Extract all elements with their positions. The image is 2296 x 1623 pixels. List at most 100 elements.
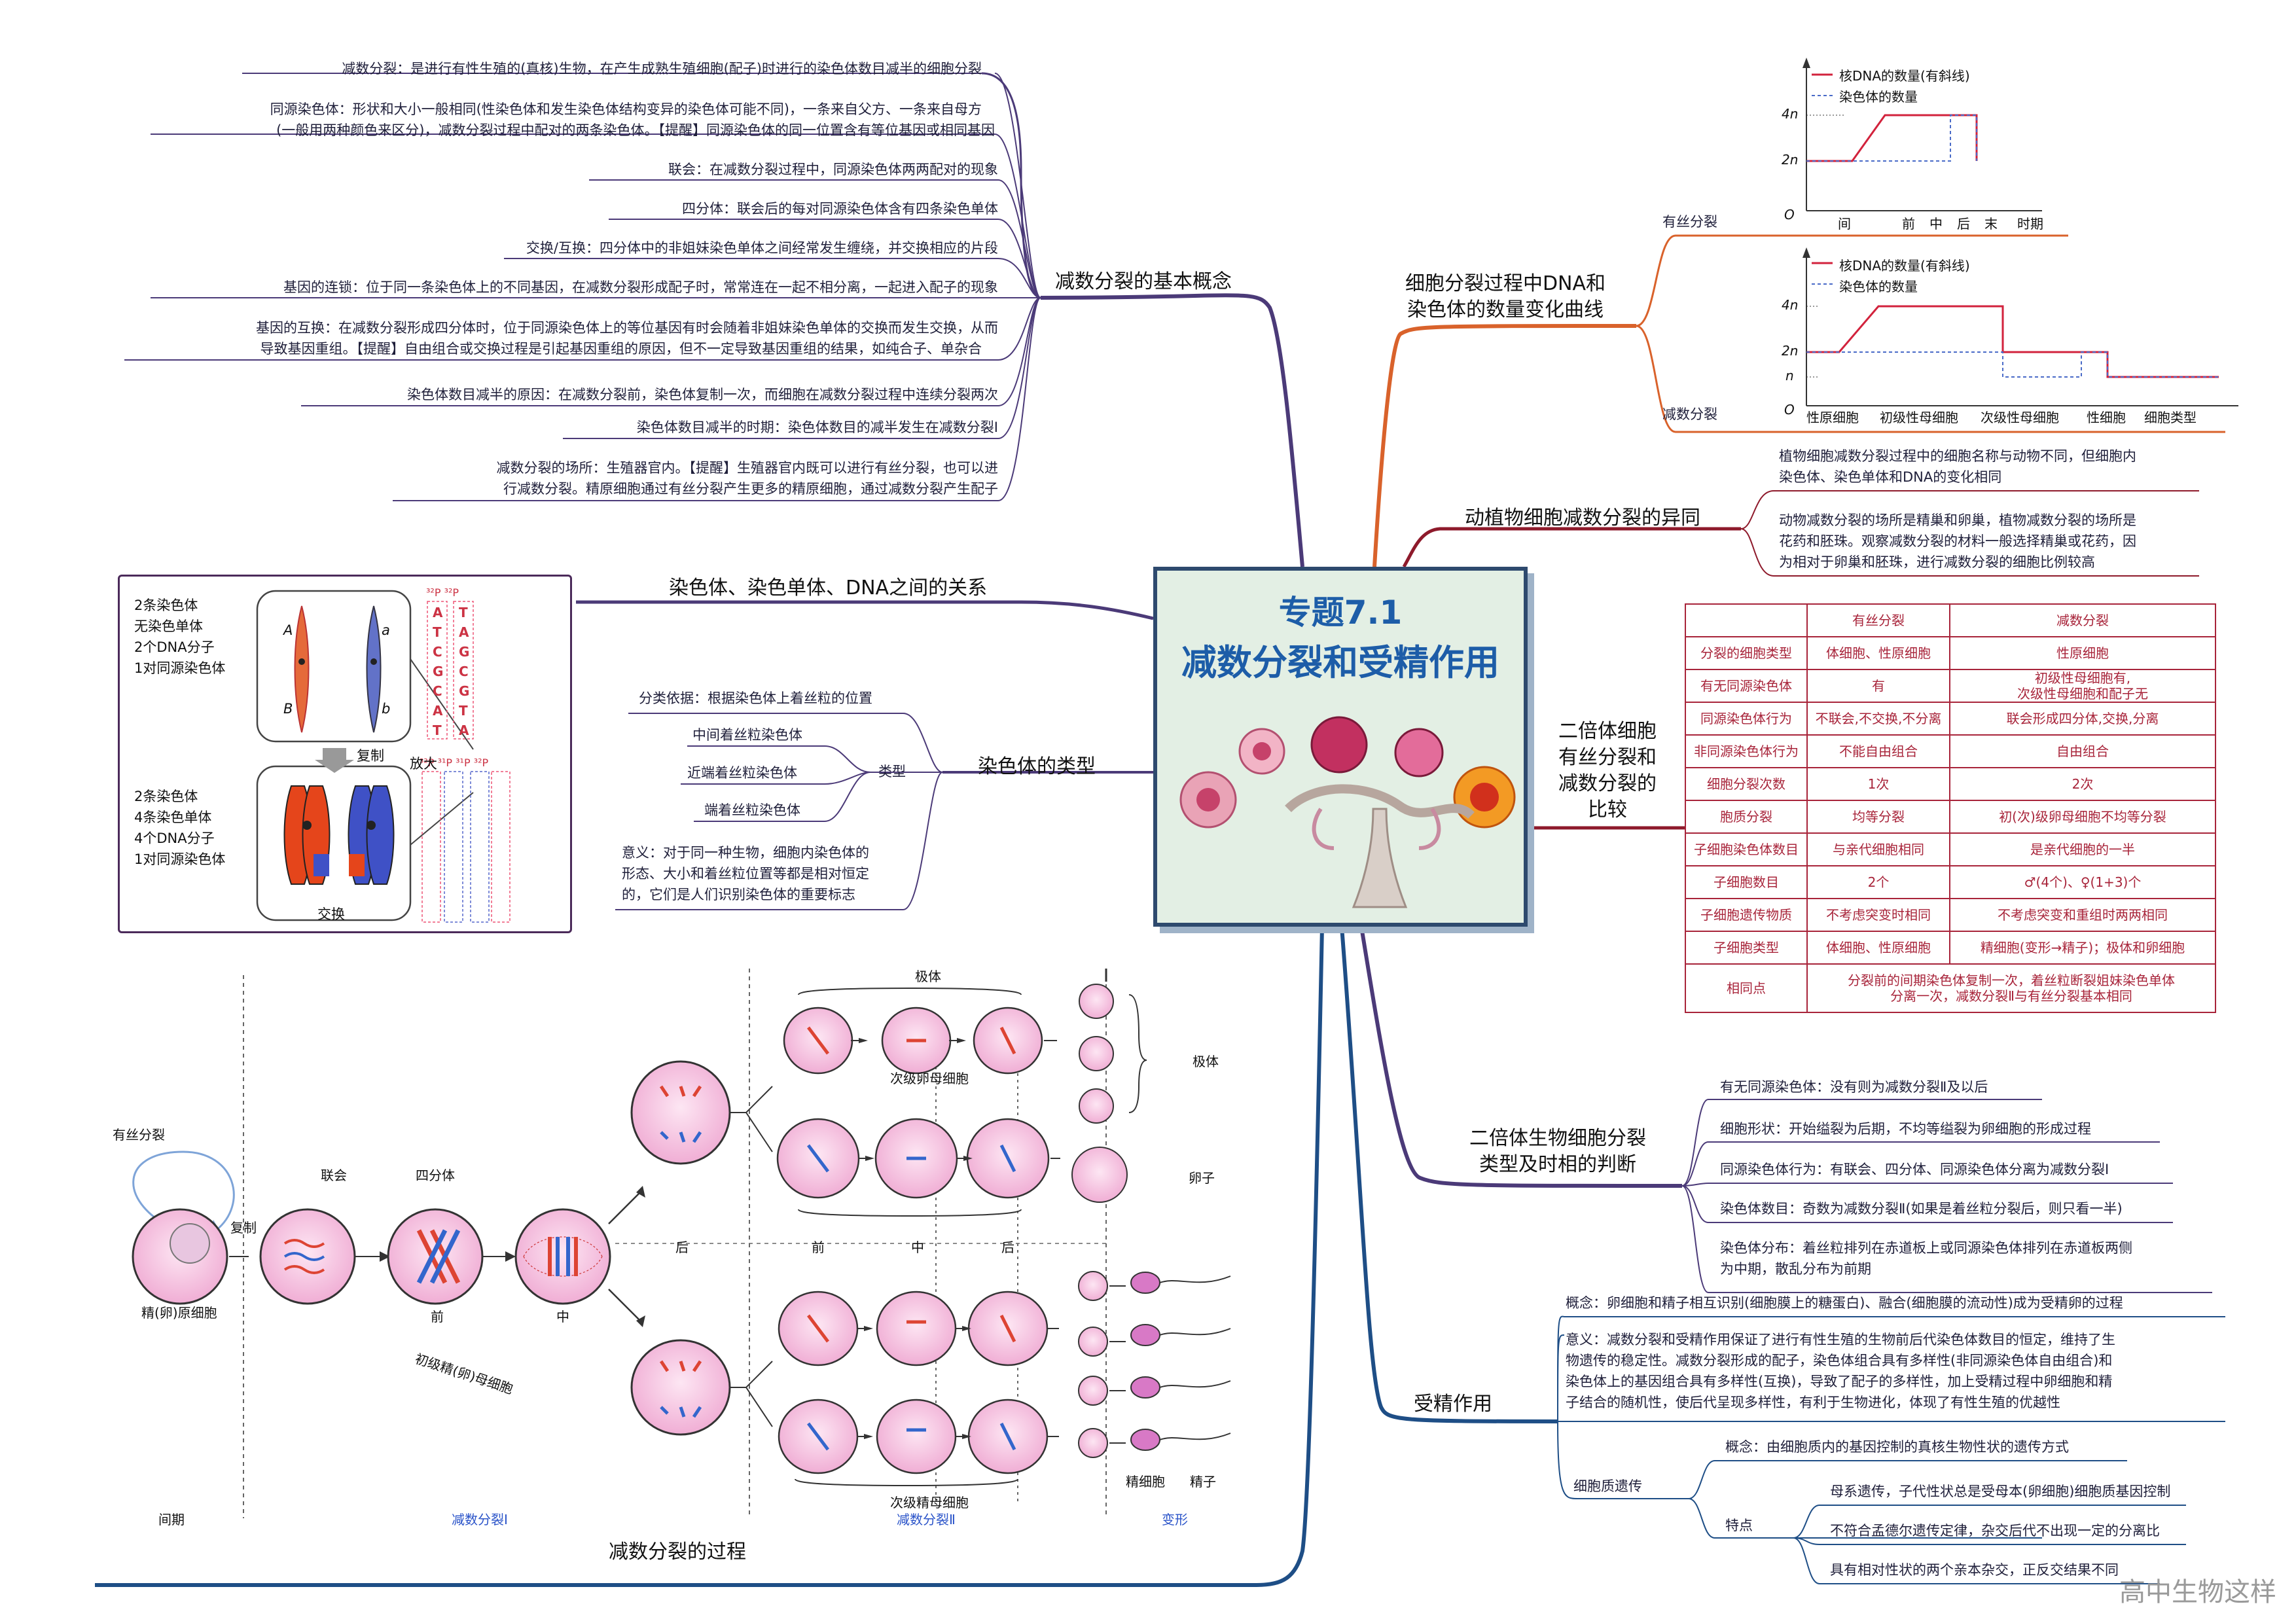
phase-transform: 变形	[1162, 1512, 1188, 1527]
mitosis-x-axis: 时期	[2017, 216, 2043, 232]
compare-cell: 2个	[1806, 865, 1950, 899]
tag-mitosis: 有丝分裂	[1662, 214, 1717, 230]
plant-animal-p2-1: 动物减数分裂的场所是精巢和卵巢，植物减数分裂的场所是	[1779, 512, 2136, 528]
svg-text:A: A	[459, 624, 469, 640]
svg-text:A: A	[459, 722, 469, 738]
fert-meaning-1: 意义：减数分裂和受精作用保证了进行有性生殖的生物前后代染色体数目的恒定，维持了生	[1566, 1332, 2115, 1347]
svg-text:T: T	[433, 722, 442, 738]
label-enlarge: 放大	[410, 756, 437, 772]
phase-meiosis-1: 减数分裂Ⅰ	[452, 1512, 508, 1527]
concept-synapsis: 联会：在减数分裂过程中，同源染色体两两配对的现象	[668, 162, 998, 177]
cyto-feature-2: 不符合孟德尔遗传定律，杂交后代不出现一定的分离比	[1830, 1523, 2160, 1539]
types-meaning-3: 的，它们是人们识别染色体的重要标志	[622, 887, 855, 902]
label-mitosis: 有丝分裂	[113, 1127, 165, 1143]
label-exchange: 交换	[317, 906, 345, 922]
meiosis-x-2: 初级性母细胞	[1880, 410, 1958, 425]
judge-homologous: 有无同源染色体：没有则为减数分裂Ⅱ及以后	[1720, 1079, 1988, 1095]
compare-cell: 性原细胞	[1949, 636, 2216, 670]
concept-homologous-1: 同源染色体：形状和大小一般相同(性染色体和发生染色体结构变异的染色体可能不同)，…	[270, 101, 982, 117]
label-tetrad: 四分体	[416, 1168, 455, 1183]
branch-basic-concepts: 减数分裂的基本概念	[1055, 270, 1232, 293]
judge-label-1: 二倍体生物细胞分裂	[1469, 1127, 1646, 1150]
mitosis-x-prophase: 前	[1902, 216, 1915, 232]
reproductive-illustration	[1179, 716, 1516, 908]
label-prophase-2: 前	[812, 1240, 825, 1255]
label-copy-step: 复制	[230, 1220, 257, 1236]
phase-interphase: 间期	[158, 1512, 185, 1527]
top-line-4: 1对同源染色体	[134, 660, 226, 676]
compare-row: 子细胞类型体细胞、性原细胞精细胞(变形→精子)；极体和卵细胞	[1685, 931, 2216, 965]
concept-location-2: 行减数分裂。精原细胞通过有丝分裂产生更多的精原细胞，通过减数分裂产生配子	[503, 481, 998, 497]
compare-row-label: 子细胞数目	[1685, 865, 1808, 899]
concept-exchange-2: 导致基因重组。【提醒】自由组合或交换过程是引起基因重组的原因，但不一定导致基因重…	[260, 341, 982, 357]
cyto-feature: 特点	[1725, 1518, 1753, 1533]
branch-compare: 二倍体细胞 有丝分裂和 减数分裂的 比较	[1542, 719, 1673, 823]
compare-label-1: 二倍体细胞	[1558, 720, 1657, 743]
compare-row: 子细胞染色体数目与亲代细胞相同是亲代细胞的一半	[1685, 832, 2216, 866]
label-prophase-1: 前	[431, 1309, 444, 1325]
svg-text:A: A	[433, 605, 443, 620]
compare-cell: 与亲代细胞相同	[1806, 832, 1950, 866]
cyto-feature-3: 具有相对性状的两个亲本杂交，正反交结果不同	[1830, 1562, 2119, 1578]
compare-label-3: 减数分裂的	[1558, 772, 1657, 795]
label-secondary-spermatocyte: 次级精母细胞	[890, 1495, 969, 1510]
compare-row-label	[1685, 603, 1808, 637]
fert-meaning-3: 染色体上的基因组合具有多样性(互换)，导致了配子的多样性，加上受精过程中卵细胞和…	[1566, 1374, 2113, 1389]
meiosis-y-n: n	[1785, 368, 1794, 383]
plant-animal-p1-1: 植物细胞减数分裂过程中的细胞名称与动物不同，但细胞内	[1779, 448, 2136, 464]
meiosis-x-3: 次级性母细胞	[1981, 410, 2059, 425]
curves-label-2: 染色体的数量变化曲线	[1407, 298, 1604, 321]
plant-animal-p1-2: 染色体、染色单体和DNA的变化相同	[1779, 469, 2002, 485]
svg-text:G: G	[459, 683, 469, 699]
compare-cell: 初级性母细胞有, 次级性母细胞和配子无	[1949, 669, 2216, 703]
watermark: 高中生物这样	[2119, 1577, 2276, 1607]
compare-row-label: 子细胞类型	[1685, 931, 1808, 965]
compare-row-label: 子细胞遗传物质	[1685, 898, 1808, 932]
compare-row-label: 细胞分裂次数	[1685, 767, 1808, 801]
cyto-inheritance: 细胞质遗传	[1573, 1478, 1642, 1494]
label-primordial-cell: 精(卵)原细胞	[141, 1305, 217, 1321]
branch-relation: 染色体、染色单体、DNA之间的关系	[669, 577, 988, 599]
compare-row-label: 相同点	[1685, 963, 1808, 1013]
compare-row: 非同源染色体行为不能自由组合自由组合	[1685, 734, 2216, 768]
branch-curves: 细胞分裂过程中DNA和 染色体的数量变化曲线	[1374, 271, 1636, 323]
label-secondary-oocyte: 次级卵母细胞	[890, 1071, 969, 1086]
dna-chromosome-curves	[1803, 58, 2238, 406]
compare-row: 相同点分裂前的间期染色体复制一次，着丝粒断裂姐妹染色单体 分离一次，减数分裂Ⅱ与…	[1685, 963, 2216, 1013]
bottom-line-1: 2条染色体	[134, 789, 198, 804]
curves-label-1: 细胞分裂过程中DNA和	[1405, 272, 1606, 295]
svg-text:T: T	[459, 703, 468, 719]
compare-row: 有无同源染色体有初级性母细胞有, 次级性母细胞和配子无	[1685, 669, 2216, 703]
mitosis-y-4n: 4n	[1782, 106, 1799, 122]
svg-text:C: C	[433, 683, 442, 699]
compare-cell: 自由组合	[1949, 734, 2216, 768]
meiosis-x-1: 性原细胞	[1806, 410, 1859, 425]
center-topic: 专题7.1 减数分裂和受精作用	[1153, 567, 1528, 927]
topic-title: 减数分裂和受精作用	[1181, 642, 1499, 683]
type-telocentric: 端着丝粒染色体	[704, 802, 800, 818]
compare-label-4: 比较	[1588, 798, 1627, 821]
compare-cell: 体细胞、性原细胞	[1806, 636, 1950, 670]
mitosis-x-anaphase: 后	[1957, 216, 1970, 232]
concept-location-1: 减数分裂的场所：生殖器官内。【提醒】生殖器官内既可以进行有丝分裂，也可以进	[496, 460, 999, 476]
branch-chromosome-types: 染色体的类型	[978, 755, 1096, 778]
types-meaning-1: 意义：对于同一种生物，细胞内染色体的	[622, 845, 869, 861]
tag-meiosis: 减数分裂	[1662, 406, 1717, 422]
concept-halving-time: 染色体数目减半的时期：染色体数目的减半发生在减数分裂Ⅰ	[636, 419, 998, 435]
top-line-1: 2条染色体	[134, 597, 198, 613]
top-line-2: 无染色单体	[134, 618, 203, 634]
compare-cell: 是亲代细胞的一半	[1949, 832, 2216, 866]
concept-exchange-1: 基因的互换：在减数分裂形成四分体时，位于同源染色体上的等位基因有时会随着非姐妹染…	[256, 320, 998, 336]
svg-text:T: T	[459, 605, 468, 620]
legend-dna-2: 核DNA的数量(有斜线)	[1839, 258, 1970, 274]
types-meaning-2: 形态、大小和着丝粒位置等都是相对恒定	[622, 866, 869, 882]
bottom-line-3: 4个DNA分子	[134, 830, 215, 846]
judge-distribution-1: 染色体分布：着丝粒排列在赤道板上或同源染色体排列在赤道板两侧	[1720, 1240, 2132, 1256]
concept-crossover: 交换/互换：四分体中的非姐妹染色单体之间经常发生缠绕，并交换相应的片段	[526, 240, 998, 256]
allele-A: A	[283, 622, 293, 638]
bottom-line-4: 1对同源染色体	[134, 851, 226, 867]
compare-cell: 不考虑突变时相同	[1806, 898, 1950, 932]
label-copy: 复制	[357, 748, 384, 764]
